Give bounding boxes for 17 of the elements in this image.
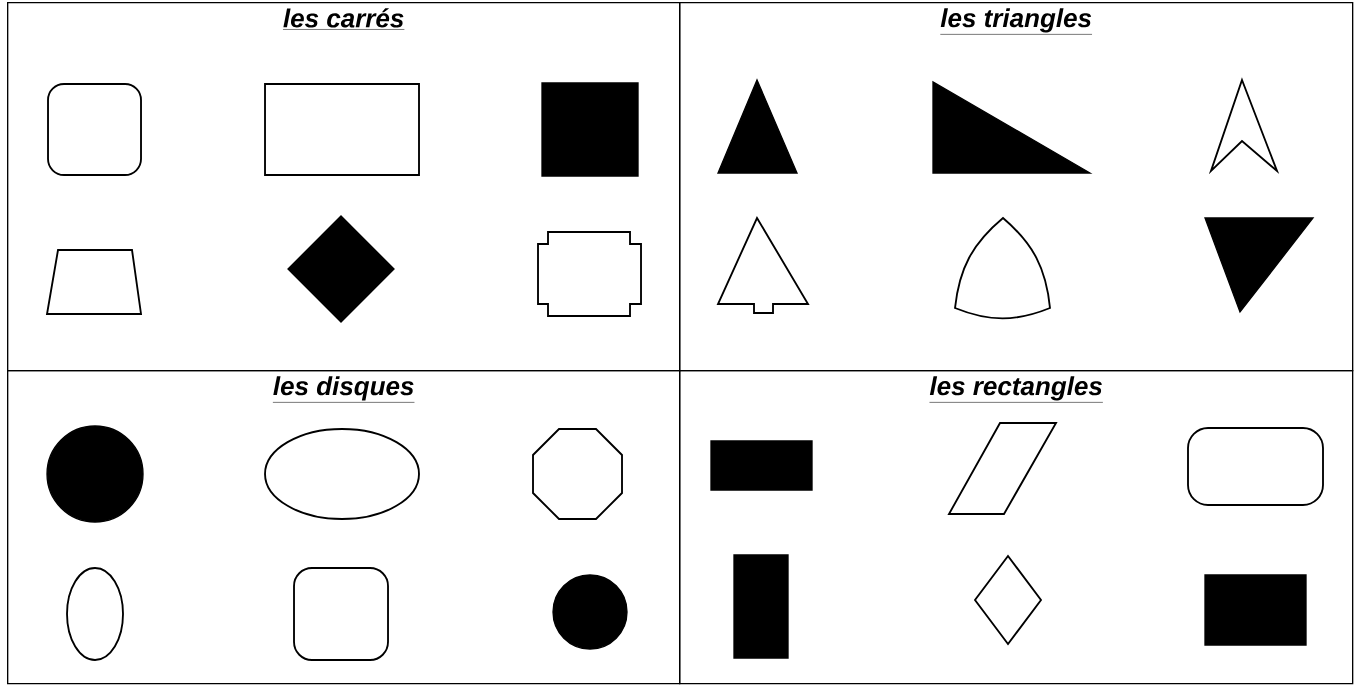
oval (66, 567, 124, 661)
diamond (287, 215, 395, 323)
panel: les rectangles (679, 370, 1354, 685)
panel: les disques (7, 370, 681, 685)
square (541, 82, 639, 177)
disc (552, 574, 628, 650)
disc (46, 425, 144, 523)
ellipse (264, 428, 420, 520)
rectangle (1204, 574, 1307, 646)
octagon (532, 428, 623, 520)
reuleaux-triangle (954, 217, 1051, 320)
panel: les triangles (679, 2, 1354, 372)
panel: les carrés (7, 2, 681, 372)
rectangle (733, 554, 789, 659)
rounded-square (47, 83, 142, 176)
rectangle (710, 440, 813, 491)
rectangle (264, 83, 420, 176)
